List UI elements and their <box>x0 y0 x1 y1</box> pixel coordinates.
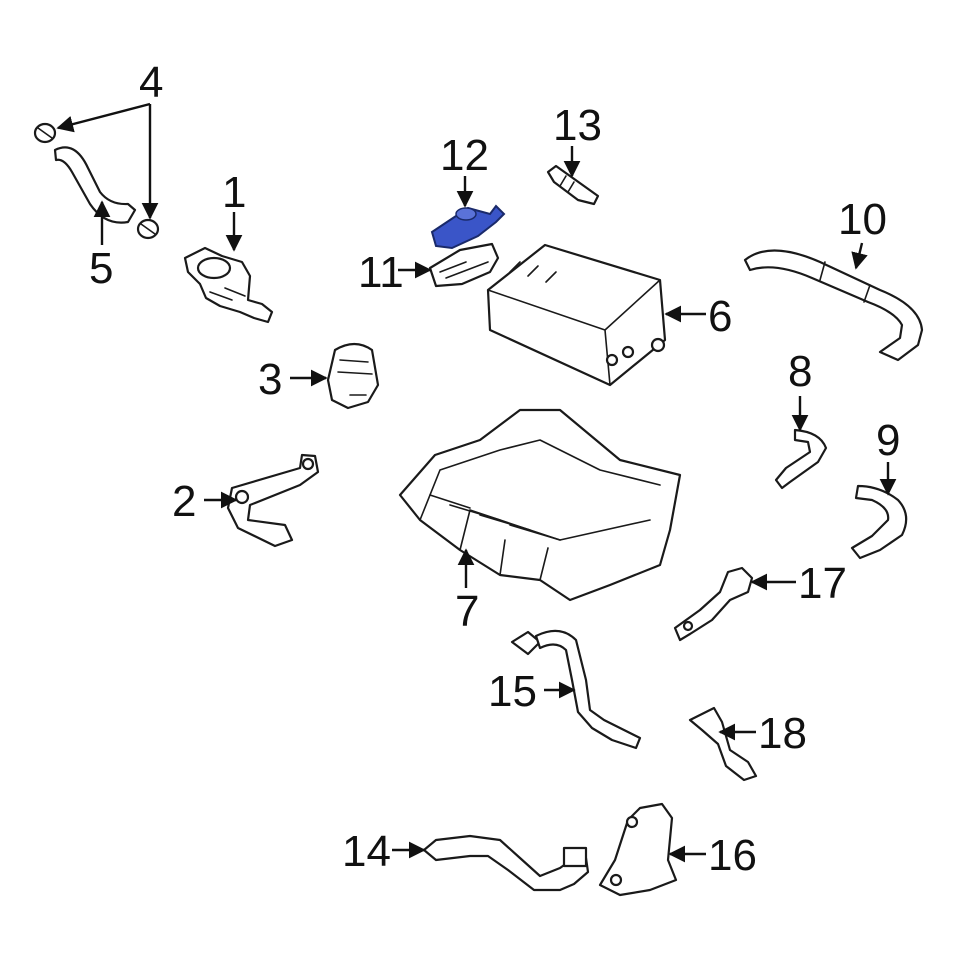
callout-9: 9 <box>876 416 900 465</box>
part-12-purge-valve[interactable] <box>430 204 506 250</box>
part-8-hose[interactable] <box>774 428 828 490</box>
callout-14: 14 <box>342 827 391 876</box>
part-4-hose-clamp[interactable] <box>33 122 160 240</box>
callout-13: 13 <box>553 101 602 150</box>
part-6-charcoal-canister[interactable] <box>486 243 667 387</box>
callout-12: 12 <box>440 131 489 180</box>
callout-1: 1 <box>222 168 246 217</box>
part-11-valve-holder[interactable] <box>428 242 500 288</box>
callout-3: 3 <box>258 355 282 404</box>
part-14-oxygen-sensor[interactable] <box>422 834 590 892</box>
callout-10: 10 <box>838 195 887 244</box>
part-18-bracket[interactable] <box>688 706 758 782</box>
part-1-solenoid-valve[interactable] <box>183 246 274 324</box>
callout-16: 16 <box>708 831 757 880</box>
leader-lines <box>56 102 897 863</box>
part-9-hose[interactable] <box>850 484 908 560</box>
part-7-tank-cover[interactable] <box>398 408 682 602</box>
part-5-vacuum-hose[interactable] <box>53 146 137 224</box>
part-3-rubber-mount[interactable] <box>326 342 380 410</box>
callout-7: 7 <box>455 587 479 636</box>
part-2-bracket[interactable] <box>226 453 320 548</box>
callout-17: 17 <box>798 559 847 608</box>
callout-8: 8 <box>788 347 812 396</box>
part-16-heat-shield[interactable] <box>598 802 678 897</box>
part-13-fitting[interactable] <box>546 164 600 206</box>
callout-labels: 4 5 1 12 13 11 6 10 3 8 9 2 7 17 15 18 1… <box>89 58 900 880</box>
callout-15: 15 <box>488 667 537 716</box>
callout-18: 18 <box>758 709 807 758</box>
callout-5: 5 <box>89 244 113 293</box>
part-15-oxygen-sensor[interactable] <box>510 629 642 750</box>
part-17-bracket[interactable] <box>673 566 754 642</box>
callout-11: 11 <box>358 248 404 297</box>
callout-6: 6 <box>708 292 732 341</box>
part-10-hose[interactable] <box>743 249 924 362</box>
callout-4: 4 <box>139 58 163 107</box>
callout-2: 2 <box>172 477 196 526</box>
